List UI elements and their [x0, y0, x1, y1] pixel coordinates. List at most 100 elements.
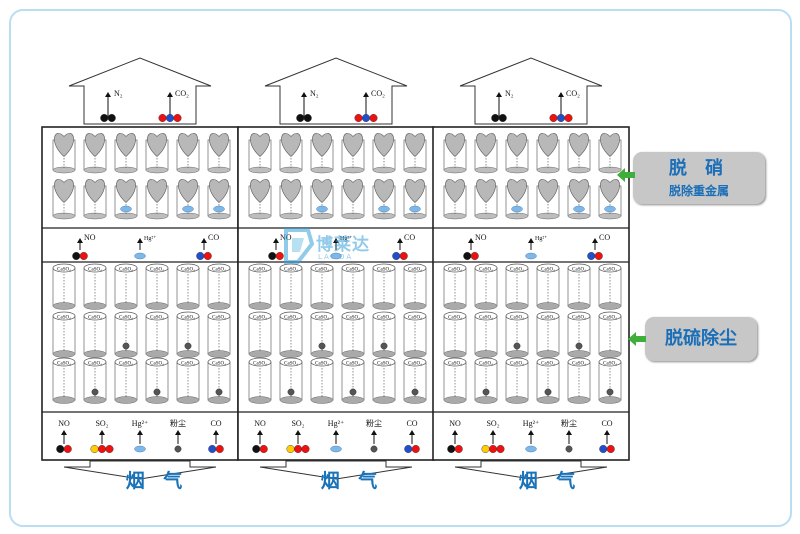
dust-particle: [482, 388, 490, 396]
pellet-top: [114, 311, 138, 321]
adsorbent-pellet: CaSO₄: [372, 263, 396, 310]
arrow-head: [213, 430, 219, 435]
desulfurization-label: 脱硫除尘: [645, 317, 757, 361]
catalyst-pellet: [248, 133, 272, 174]
pellet-label: CaSO₄: [253, 362, 267, 367]
pellet-top: [569, 179, 589, 203]
adsorbent-pellet: CaSO₄: [310, 357, 334, 404]
adsorbent-pellet: CaSO₄: [114, 311, 138, 358]
arrow-head: [273, 238, 279, 243]
atom: [463, 251, 472, 260]
pellet-bottom: [474, 302, 498, 310]
pellet-top: [248, 311, 272, 321]
arrow-head: [363, 92, 369, 97]
atom: [606, 445, 615, 454]
pellet-top: [54, 179, 74, 203]
catalyst-pellet: [372, 133, 396, 174]
catalyst-pellet: [176, 179, 200, 220]
pellet-bottom: [505, 350, 529, 358]
mercury-particle: [213, 205, 225, 213]
atom: [447, 445, 456, 454]
pellet-top: [403, 357, 427, 367]
atom: [404, 445, 413, 454]
pellet-bottom: [567, 396, 591, 404]
catalyst-pellet: [567, 179, 591, 220]
atom: [454, 445, 463, 454]
pellet-label: CaSO₄: [88, 268, 102, 273]
dust-particle: [411, 388, 419, 396]
pellet-label: CaSO₄: [603, 268, 617, 273]
arrow-head: [397, 238, 403, 243]
inlet-arrow: [259, 460, 413, 480]
pellet-label: CaSO₄: [346, 268, 360, 273]
pellet-label: CaSO₄: [57, 362, 71, 367]
adsorbent-pellet: CaSO₄: [176, 357, 200, 404]
arrow-head: [528, 238, 534, 243]
pellet-top: [443, 263, 467, 273]
arrow-head: [490, 430, 496, 435]
pellet-top: [567, 263, 591, 273]
atom: [105, 445, 114, 454]
pellet-top: [114, 357, 138, 367]
adsorbent-pellet: CaSO₄: [176, 263, 200, 310]
pellet-label: CaSO₄: [150, 362, 164, 367]
pellet-top: [343, 179, 363, 203]
pellet-bottom: [505, 302, 529, 310]
pellet-top: [372, 311, 396, 321]
pellet-top: [600, 179, 620, 203]
pellet-top: [445, 133, 465, 157]
catalyst-pellet: [341, 179, 365, 220]
pellet-top: [52, 311, 76, 321]
pellet-bottom: [341, 396, 365, 404]
hg-inlet-label: Hg²⁺: [523, 419, 539, 428]
pellet-label: CaSO₄: [377, 362, 391, 367]
atom: [90, 445, 99, 454]
pellet-label: CaSO₄: [315, 268, 329, 273]
pellet-top: [250, 133, 270, 157]
pellet-bottom: [145, 302, 169, 310]
pellet-bottom: [145, 396, 169, 404]
pellet-top: [341, 263, 365, 273]
pellet-label: CaSO₄: [603, 316, 617, 321]
pellet-top: [476, 133, 496, 157]
pellet-top: [474, 311, 498, 321]
pellet-label: CaSO₄: [510, 362, 524, 367]
arrow-head: [496, 92, 502, 97]
adsorbent-pellet: CaSO₄: [52, 263, 76, 310]
inlet-arrow: [454, 460, 608, 480]
desulfurization-arrow-icon: [628, 332, 646, 346]
atom: [215, 445, 224, 454]
catalyst-pellet: [341, 133, 365, 174]
adsorbent-pellet: CaSO₄: [403, 311, 427, 358]
adsorbent-pellet: CaSO₄: [52, 357, 76, 404]
adsorbent-pellet: CaSO₄: [505, 357, 529, 404]
pellet-label: CaSO₄: [479, 268, 493, 273]
pellet-top: [341, 357, 365, 367]
no-inlet-label: NO: [449, 419, 461, 428]
pellet-bottom: [372, 396, 396, 404]
catalyst-pellet: [505, 133, 529, 174]
denitration-arrow-icon: [617, 168, 635, 182]
adsorbent-pellet: CaSO₄: [83, 357, 107, 404]
pellet-bottom: [598, 350, 622, 358]
catalyst-pellet: [207, 179, 231, 220]
pellet-top: [474, 357, 498, 367]
pellet-bottom: [443, 396, 467, 404]
watermark-subtext: LAI DA: [318, 253, 354, 261]
adsorbent-pellet: CaSO₄: [145, 263, 169, 310]
arrow-head: [295, 430, 301, 435]
watermark-logo: 博莱达 LAI DA: [282, 226, 382, 276]
pellet-label: CaSO₄: [346, 362, 360, 367]
flue-gas-label: 烟 气: [125, 470, 189, 492]
outlet-arrow: [68, 57, 212, 125]
pellet-top: [372, 357, 396, 367]
pellet-top: [52, 263, 76, 273]
dust-particle: [575, 342, 583, 350]
pellet-top: [474, 263, 498, 273]
atom: [208, 445, 217, 454]
watermark-text: 博莱达: [316, 235, 370, 255]
catalyst-pellet: [536, 179, 560, 220]
catalyst-pellet: [403, 133, 427, 174]
